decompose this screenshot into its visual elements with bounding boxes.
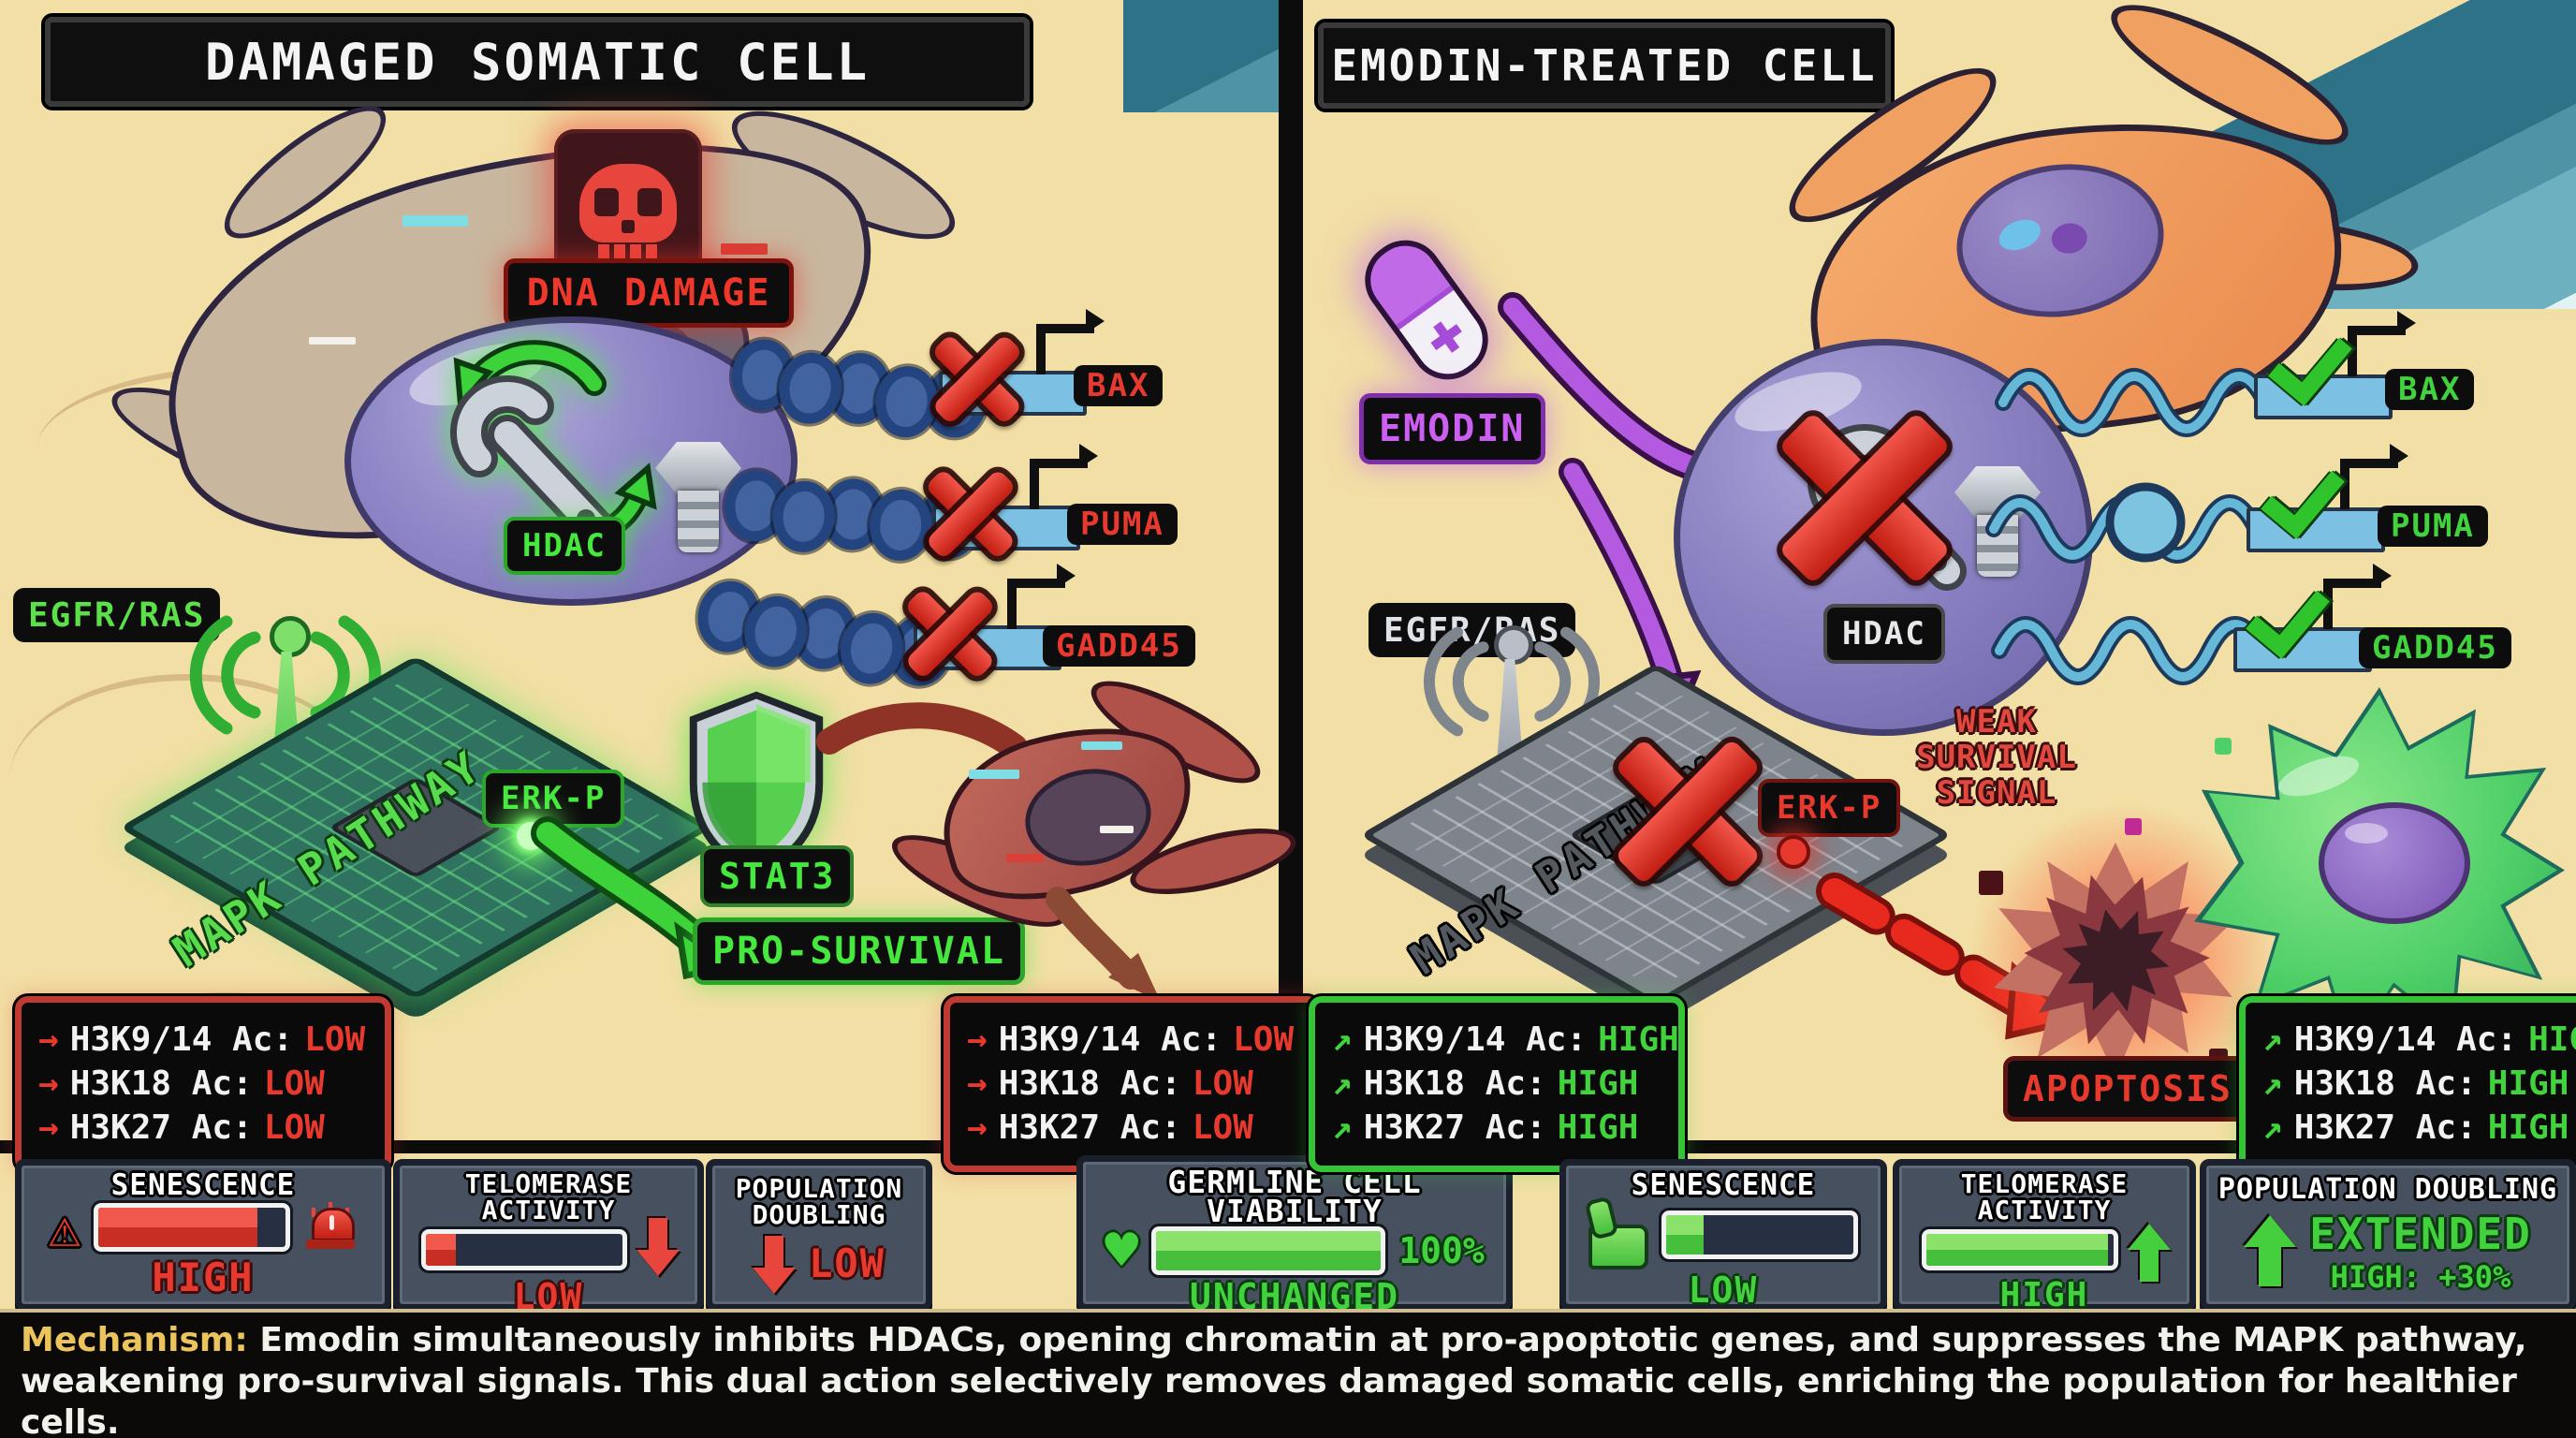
up-arrow-icon: [2244, 1214, 2297, 1288]
weak-survival-signal-text: WEAK SURVIVAL SIGNAL: [1916, 703, 2077, 812]
antenna-ball-left: [270, 616, 311, 657]
blocked-x-icon: [928, 330, 1027, 429]
hdac-label-right: HDAC: [1823, 604, 1945, 664]
relaxed-dna-strands: [1985, 368, 2274, 685]
histone-status-panel: ↗H3K9/14 Ac:HIGH ↗H3K18 Ac:HIGH ↗H3K27 A…: [1309, 996, 1685, 1172]
green-dot: [2215, 738, 2232, 755]
senescence-panel-left: SENESCENCE ⚠ HIGH: [15, 1159, 391, 1311]
emodin-pill-icon: [1350, 225, 1503, 395]
gene-label-bax: BAX: [2385, 369, 2475, 410]
mechanism-line: Mechanism: Emodin simultaneously inhibit…: [21, 1321, 2527, 1438]
gene-label-bax: BAX: [1074, 365, 1164, 406]
senescence-panel-right: SENESCENCE LOW: [1559, 1159, 1887, 1311]
blocked-x-icon: [900, 584, 1000, 683]
bolt-icon-left: [655, 442, 741, 552]
left-panel-title: DAMAGED SOMATIC CELL: [41, 13, 1033, 110]
thumbs-up-icon: [1588, 1225, 1648, 1269]
erk-weak-dot: [1777, 835, 1810, 869]
histone-status-panel: ↗H3K9/14 Ac:HIGH ↗H3K18 Ac:HIGH ↗H3K27 A…: [2239, 996, 2576, 1172]
population-doubling-panel-right: POPULATION DOUBLING EXTENDED HIGH: +30%: [2200, 1159, 2576, 1311]
blocked-x-icon: [921, 464, 1020, 564]
dune-line: [9, 674, 365, 887]
gene-label-puma: PUMA: [2378, 506, 2488, 547]
gene-label-gadd45: GADD45: [2359, 627, 2511, 668]
arrow-to-histone-panel: [1046, 887, 1161, 1002]
histone-status-panel: →H3K9/14 Ac:LOW →H3K18 Ac:LOW →H3K27 Ac:…: [15, 996, 391, 1172]
histone-status-panel: →H3K9/14 Ac:LOW →H3K18 Ac:LOW →H3K27 Ac:…: [944, 996, 1320, 1172]
healthy-green-cell: [2194, 687, 2565, 1053]
beach-corner-left-panel: [1123, 0, 1279, 112]
warning-icon: ⚠: [48, 1196, 81, 1259]
hdac-wrench-recycle-icon: [449, 340, 657, 548]
green-cell-nucleus: [2319, 802, 2470, 924]
stat3-label: STAT3: [700, 845, 855, 907]
erk-p-label-right: ERK-P: [1758, 779, 1901, 837]
gene-label-gadd45: GADD45: [1043, 625, 1195, 667]
down-arrow-icon: [753, 1234, 797, 1294]
heart-icon: ♥: [1105, 1218, 1139, 1284]
footer-caption: Mechanism: Emodin simultaneously inhibit…: [0, 1309, 2576, 1438]
pro-survival-label: PRO-SURVIVAL: [693, 917, 1025, 985]
up-arrow-icon: [2128, 1224, 2171, 1282]
antenna-ball-right: [1494, 625, 1533, 665]
hdac-label-left: HDAC: [504, 517, 625, 575]
germline-viability-panel: GERMLINE CELL VIABILITY ♥ 100% UNCHANGED: [1076, 1155, 1513, 1317]
bolt-icon-right: [1954, 466, 2041, 577]
right-panel-title: EMODIN-TREATED CELL: [1314, 19, 1895, 112]
surviving-damaged-cell: [881, 663, 1303, 945]
mapk-blocked-x-icon: [1608, 732, 1767, 891]
apoptosis-label: APOPTOSIS: [2003, 1056, 2252, 1122]
hdac-inhibited-x-icon: [1771, 404, 1958, 592]
down-arrow-icon: [637, 1218, 680, 1276]
egfr-ras-label-left: EGFR/RAS: [13, 588, 221, 642]
dune-line: [84, 992, 365, 1130]
gene-label-puma: PUMA: [1067, 504, 1178, 545]
siren-icon: [303, 1202, 358, 1251]
nucleosome-bead: [2105, 482, 2186, 563]
emodin-label: EMODIN: [1359, 393, 1545, 464]
